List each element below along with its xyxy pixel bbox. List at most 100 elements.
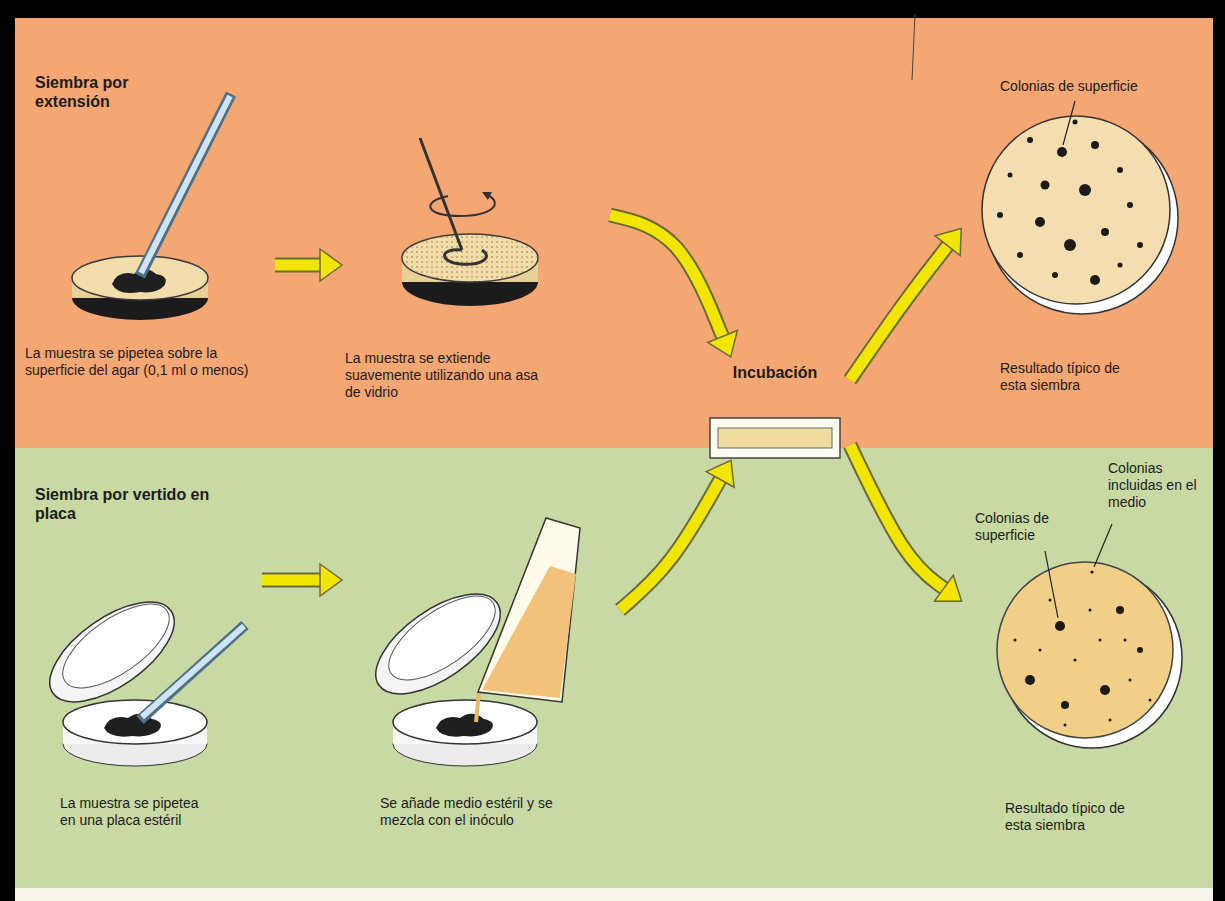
colony <box>1090 275 1100 285</box>
step-panel: La muestra se pipetea sobre la superfici… <box>25 80 275 410</box>
sample <box>104 714 161 737</box>
heading-text: Incubación <box>700 363 850 382</box>
colony <box>1118 263 1123 268</box>
dish-base <box>63 722 207 766</box>
step-panel: La muestra se pipetea en una placa estér… <box>20 560 262 850</box>
flow-arrow-group <box>275 265 320 266</box>
pipette <box>142 626 244 717</box>
dish-base <box>402 258 538 306</box>
flow-arrow-group <box>620 479 720 610</box>
colony <box>1127 202 1133 208</box>
flow-arrow <box>850 445 944 588</box>
agar-surface <box>402 234 538 282</box>
caption-text: Resultado típico de esta siembra <box>1005 800 1155 834</box>
caption-text: Resultado típico de esta siembra <box>1000 360 1140 394</box>
colony <box>1090 570 1093 573</box>
arrow-outline <box>850 246 948 380</box>
colony <box>1091 141 1099 149</box>
agar-surface <box>72 256 208 300</box>
pipette-outline <box>140 94 231 276</box>
colony <box>1014 639 1017 642</box>
flow-arrow <box>262 575 320 586</box>
colonies <box>997 120 1143 286</box>
incubator-plate <box>718 428 832 448</box>
result-panel: Colonias de superficie Colonias incluidas… <box>960 455 1205 850</box>
caption-text: Colonias incluidas en el medio <box>1108 460 1200 510</box>
colony <box>1049 599 1052 602</box>
stray-line <box>912 14 915 80</box>
caption-text: Colonias de superficie <box>975 510 1075 544</box>
leader-line <box>1045 551 1058 618</box>
flow-arrow <box>275 260 320 271</box>
pipette <box>141 96 230 273</box>
flow-arrow <box>610 215 722 336</box>
colony <box>997 212 1003 218</box>
colony <box>1101 228 1109 236</box>
colony <box>1073 120 1078 125</box>
colony <box>1079 184 1091 196</box>
colony <box>1041 181 1050 190</box>
dish-base <box>72 276 208 320</box>
dish-rim <box>986 122 1178 314</box>
colony <box>1027 137 1033 143</box>
flow-arrow <box>620 479 720 610</box>
colony <box>1035 217 1045 227</box>
colony <box>1137 242 1143 248</box>
dish-rim <box>1002 568 1182 748</box>
colony <box>1064 724 1067 727</box>
sample <box>436 714 493 737</box>
sterile-medium <box>482 566 576 698</box>
result-panel: Colonias de superficieResultado típico d… <box>960 70 1205 410</box>
dish-side <box>402 258 538 282</box>
dish-base <box>393 722 537 766</box>
caption-text: La muestra se pipetea sobre la superfici… <box>25 345 275 379</box>
arrow-outline <box>850 445 944 588</box>
colony <box>1116 606 1124 614</box>
colony <box>1064 239 1076 251</box>
arrow-outline <box>275 258 320 273</box>
colony <box>1039 649 1042 652</box>
spread-sample <box>402 234 538 282</box>
arrow-outline <box>610 215 722 336</box>
caption-text: La muestra se pipetea en una placa estér… <box>60 795 215 829</box>
arrow-outline <box>620 479 720 610</box>
flask <box>478 518 580 702</box>
colony <box>1017 252 1023 258</box>
medium-stream <box>476 692 479 722</box>
colony <box>1137 647 1143 653</box>
dish-side <box>393 722 537 744</box>
leader-line <box>1063 101 1075 145</box>
colony <box>1061 701 1069 709</box>
colony <box>1055 621 1065 631</box>
dish-lid <box>34 583 191 721</box>
flow-arrow-group <box>850 246 948 380</box>
incubation-step: Incubación <box>700 355 850 462</box>
band-panel: La muestra se pipetea en una placa estér… <box>15 448 1213 888</box>
dish-lid-inner <box>376 580 509 695</box>
result-dish <box>997 562 1173 738</box>
colony <box>1149 699 1152 702</box>
flow-arrow-group <box>610 215 722 336</box>
colony <box>1008 173 1013 178</box>
caption-text: La muestra se extiende suavemente utiliz… <box>345 350 550 400</box>
incubator <box>710 418 840 458</box>
flow-arrow-group <box>262 580 320 581</box>
dish <box>393 700 537 744</box>
colony <box>1099 639 1102 642</box>
rotation-arrow <box>430 194 495 216</box>
colony <box>1124 639 1127 642</box>
colony <box>1074 659 1077 662</box>
bottom-strip <box>15 888 1213 901</box>
caption-text: Colonias de superficie <box>1000 78 1190 95</box>
leader-line <box>1094 524 1112 567</box>
step-panel: Se añade medio estéril y se mezcla con e… <box>340 520 620 850</box>
flow-arrow <box>850 246 948 380</box>
colony <box>1089 609 1092 612</box>
colony <box>1057 147 1067 157</box>
step-panel: La muestra se extiende suavemente utiliz… <box>340 80 610 430</box>
sample <box>112 269 166 293</box>
caption-text: Se añade medio estéril y se mezcla con e… <box>380 795 575 829</box>
dish-side <box>63 722 207 744</box>
colony <box>1109 719 1112 722</box>
